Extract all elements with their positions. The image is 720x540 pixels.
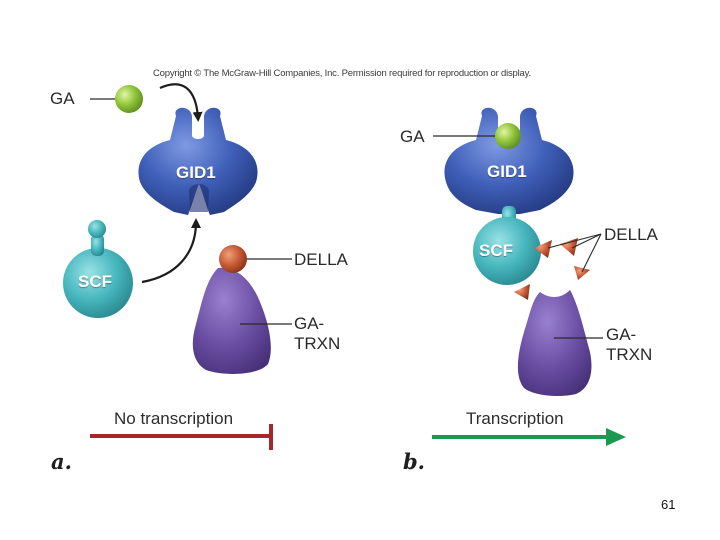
- gid1-label-a: GID1: [176, 163, 216, 182]
- panel-a-graphics: [63, 83, 292, 450]
- copyright-notice: Copyright © The McGraw-Hill Companies, I…: [153, 68, 531, 79]
- ga-molecule-b: [495, 123, 521, 149]
- della-fragments: [514, 238, 590, 300]
- scf-complex-b: [473, 206, 541, 285]
- gatrxn-label-b-line1: GA-: [606, 325, 637, 344]
- status-no-transcription: No transcription: [114, 409, 234, 428]
- scf-complex-a: [63, 220, 133, 318]
- ga-label-a: GA: [50, 89, 75, 108]
- status-transcription: Transcription: [466, 409, 564, 428]
- della-protein-a: [219, 245, 247, 273]
- scf-label-b: SCF: [479, 241, 513, 260]
- gid1-label-b: GID1: [487, 162, 527, 181]
- ga-label-b: GA: [400, 127, 425, 146]
- della-label-b: DELLA: [604, 225, 658, 244]
- panel-b-letter: b.: [403, 449, 425, 474]
- page-number: 61: [661, 497, 676, 512]
- ga-binding-arrow: [159, 83, 203, 122]
- gatrxn-factor-a: [192, 267, 271, 374]
- panel-b-graphics: [432, 107, 626, 446]
- ga-molecule-a: [115, 85, 143, 113]
- scf-binding-arrow: [141, 218, 201, 284]
- gatrxn-label-b: GA- TRXN: [606, 325, 652, 365]
- gatrxn-factor-b: [517, 290, 592, 396]
- scf-label-a: SCF: [78, 272, 112, 291]
- gatrxn-label-a-line2: TRXN: [294, 334, 341, 353]
- gatrxn-label-a-line1: GA-: [294, 314, 325, 333]
- gatrxn-label-b-line2: TRXN: [606, 345, 653, 364]
- panel-a-letter: a.: [51, 449, 72, 474]
- gid1-receptor-a: [138, 107, 258, 215]
- gid1-receptor-b: [444, 107, 574, 214]
- gatrxn-label-a: GA- TRXN: [294, 314, 340, 354]
- della-label-a: DELLA: [294, 250, 348, 269]
